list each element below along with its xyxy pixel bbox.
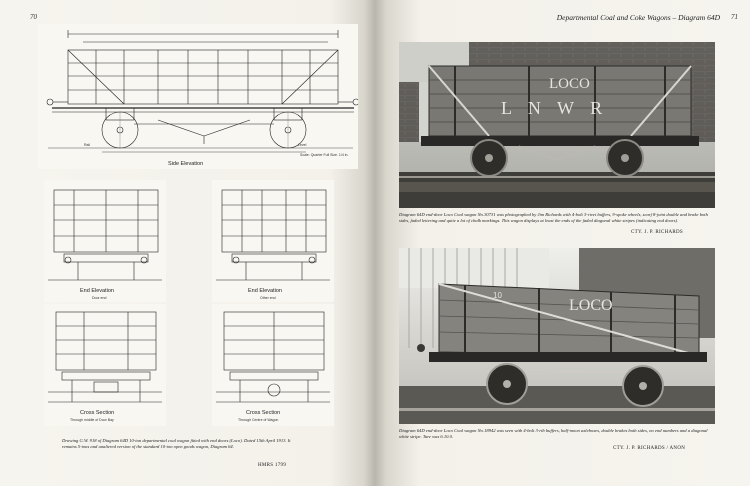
cross-section-1-svg: Cross Section Through middle of Door Bay [48,311,162,422]
level-label: Level [298,143,307,147]
cross-section-2-title: Cross Section [246,410,280,416]
page-number-right: 71 [731,13,738,21]
lettering-number-bottom: 10 [493,291,502,300]
cross-section-2-note: Through Centre of Wagon [238,418,278,422]
rail-label: Rail [84,143,90,147]
end-elevation-drawing-1: End Elevation Door end [44,180,166,302]
side-elevation-drawing: Rail Level Side Elevation Scale: Quarter… [38,24,360,169]
side-elevation-svg: Rail Level Side Elevation Scale: Quarter… [46,30,360,167]
end-elevation-2-svg: End Elevation Other end [216,189,330,300]
end-elevation-drawing-2: End Elevation Other end [212,180,334,302]
wheels-bottom [417,344,664,407]
side-elevation-scale: Scale: Quarter Full Size. 1/4 in. [300,153,348,157]
cross-section-1-note: Through middle of Door Bay [70,418,114,422]
photo-top-credit: CTY. J. P. RICHARDS [631,230,684,235]
wagon-photo-bottom-svg: LOCO 10 [399,248,715,424]
running-head: Departmental Coal and Coke Wagons – Diag… [556,13,720,22]
photo-bottom-credit: CTY. J. P. RICHARDS / ANON [613,446,686,451]
end-elevation-2-note: Other end [260,296,276,300]
page-number-left: 70 [30,13,37,21]
wagon-photo-top-svg: LOCO L N W R [399,42,715,208]
cross-section-drawing-1: Cross Section Through middle of Door Bay [44,304,166,426]
left-page: 70 [0,0,375,486]
drawing-credit: HMRS 1799 [258,463,287,468]
wagon-lettering-top: LOCO L N W R [501,76,608,118]
right-page: Departmental Coal and Coke Wagons – Diag… [375,0,750,486]
cross-section-1-title: Cross Section [80,410,114,416]
end-elevation-1-note: Door end [92,296,106,300]
wagon-body-top [421,65,699,146]
photo-bottom-caption: Diagram 64D end-door Loco Coal wagon No.… [399,428,708,439]
lettering-lnwr-top: L N W R [501,98,608,118]
end-elevation-1-title: End Elevation [80,288,114,294]
wagon-photo-top: LOCO L N W R [399,42,715,208]
drawing-caption: Drawing G.W. 918 of Diagram 64D 10-ton d… [62,438,291,449]
photo-top-caption: Diagram 64D end-door Loco Coal wagon No.… [399,212,708,223]
wagon-body-bottom [429,283,707,362]
end-elevation-1-svg: End Elevation Door end [48,189,162,300]
cross-section-2-svg: Cross Section Through Centre of Wagon [216,311,330,422]
lettering-loco-bottom: LOCO [569,297,613,314]
cross-section-drawing-2: Cross Section Through Centre of Wagon [212,304,334,426]
lettering-loco-top: LOCO [549,76,590,92]
end-elevation-2-title: End Elevation [248,288,282,294]
wagon-lettering-bottom: LOCO 10 [493,291,613,314]
wagon-photo-bottom: LOCO 10 [399,248,715,424]
side-elevation-title: Side Elevation [168,161,203,167]
